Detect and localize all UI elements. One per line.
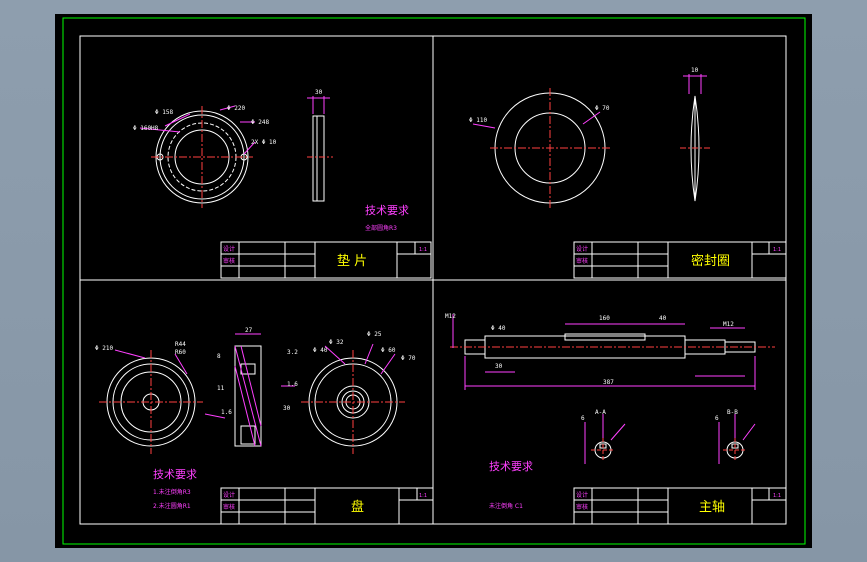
shaft-dim-5: 30 bbox=[495, 363, 503, 370]
drawing-canvas[interactable]: Φ 158 Φ 160H8 Φ 220 Φ 248 2X Φ 10 30 技术要… bbox=[55, 14, 812, 548]
shaft-dim-9: 6 bbox=[581, 415, 585, 422]
sheet-disc: Φ 210 R44 R60 27 8 11 30 Φ 40 Φ 32 Φ 25 … bbox=[95, 327, 434, 525]
gasket-notes-title: 技术要求 bbox=[365, 204, 409, 217]
gasket-dim-0: Φ 158 bbox=[155, 109, 173, 116]
shaft-tb-label-1: 审核 bbox=[576, 503, 588, 511]
disc-dim-1: R44 bbox=[175, 341, 186, 348]
gasket-title-block bbox=[220, 241, 432, 279]
seal-scale: 1:1 bbox=[773, 247, 781, 253]
shaft-dim-6: 387 bbox=[603, 379, 614, 386]
seal-dim-2: 10 bbox=[691, 67, 699, 74]
disc-dim-2: R60 bbox=[175, 349, 186, 356]
disc-note-0: 1.未注倒角R3 bbox=[153, 488, 191, 496]
sheet-seal-ring: Φ 110 Φ 70 10 设计 审核 1:1 密封圈 bbox=[469, 67, 787, 279]
shaft-dim-2: 160 bbox=[599, 315, 610, 322]
disc-roughness-1: 3.2 bbox=[287, 349, 298, 356]
gasket-dim-1: Φ 160H8 bbox=[133, 125, 159, 132]
disc-dim-4: 8 bbox=[217, 353, 221, 360]
drawing-svg: Φ 158 Φ 160H8 Φ 220 Φ 248 2X Φ 10 30 技术要… bbox=[62, 17, 806, 545]
disc-tb-label-0: 设计 bbox=[223, 491, 235, 499]
disc-note-1: 2.未注圆角R1 bbox=[153, 502, 191, 510]
disc-tb-label-1: 审核 bbox=[223, 503, 235, 511]
disc-dim-7: Φ 40 bbox=[313, 347, 328, 354]
shaft-main-view bbox=[464, 333, 756, 359]
disc-notes-title: 技术要求 bbox=[153, 468, 197, 481]
disc-dim-0: Φ 210 bbox=[95, 345, 113, 352]
seal-dim-0: Φ 110 bbox=[469, 117, 487, 124]
shaft-note-0: 未注倒角 C1 bbox=[489, 502, 523, 510]
seal-tb-label-1: 审核 bbox=[576, 257, 588, 265]
seal-title-block bbox=[573, 241, 787, 279]
disc-dim-6: 30 bbox=[283, 405, 291, 412]
shaft-dim-8: B-B bbox=[727, 409, 738, 416]
disc-roughness-2: 1.6 bbox=[287, 381, 298, 388]
gasket-tb-label-0: 设计 bbox=[223, 245, 235, 253]
gasket-scale: 1:1 bbox=[419, 247, 427, 253]
shaft-tb-label-0: 设计 bbox=[576, 491, 588, 499]
gasket-dim-5: 30 bbox=[315, 89, 323, 96]
disc-roughness-0: 1.6 bbox=[221, 409, 232, 416]
gasket-side-view bbox=[312, 115, 325, 202]
disc-dim-9: Φ 25 bbox=[367, 331, 382, 338]
shaft-title-block bbox=[573, 487, 787, 525]
seal-tb-label-0: 设计 bbox=[576, 245, 588, 253]
gasket-dim-4: 2X Φ 10 bbox=[251, 139, 277, 146]
disc-dim-11: Φ 70 bbox=[401, 355, 416, 362]
seal-dim-1: Φ 70 bbox=[595, 105, 610, 112]
outer-frame bbox=[62, 17, 806, 545]
shaft-dim-4: M12 bbox=[723, 321, 734, 328]
shaft-dim-1: Φ 40 bbox=[491, 325, 506, 332]
disc-dim-8: Φ 32 bbox=[329, 339, 344, 346]
gasket-tb-label-1: 审核 bbox=[223, 257, 235, 265]
shaft-scale: 1:1 bbox=[773, 493, 781, 499]
shaft-title: 主轴 bbox=[699, 500, 725, 515]
gasket-title: 垫 片 bbox=[337, 253, 367, 269]
shaft-dim-3: 40 bbox=[659, 315, 667, 322]
disc-title-block bbox=[220, 487, 434, 525]
gasket-dim-2: Φ 220 bbox=[227, 105, 245, 112]
seal-title: 密封圈 bbox=[691, 253, 730, 269]
sheet-gasket: Φ 158 Φ 160H8 Φ 220 Φ 248 2X Φ 10 30 技术要… bbox=[133, 89, 432, 279]
gasket-note-0: 全部圆角R3 bbox=[365, 224, 397, 232]
disc-dim-5: 11 bbox=[217, 385, 225, 392]
disc-dim-3: 27 bbox=[245, 327, 253, 334]
disc-scale: 1:1 bbox=[419, 493, 427, 499]
shaft-dim-0: M12 bbox=[445, 313, 456, 320]
sheet-main-shaft: M12 Φ 40 160 40 M12 30 387 bbox=[445, 313, 787, 525]
gasket-centerlines bbox=[151, 106, 253, 208]
gasket-dim-3: Φ 248 bbox=[251, 119, 269, 126]
shaft-notes-title: 技术要求 bbox=[489, 460, 533, 473]
disc-dim-10: Φ 60 bbox=[381, 347, 396, 354]
shaft-dim-7: A-A bbox=[595, 409, 606, 416]
disc-title: 盘 bbox=[351, 499, 364, 515]
shaft-dim-10: 6 bbox=[715, 415, 719, 422]
